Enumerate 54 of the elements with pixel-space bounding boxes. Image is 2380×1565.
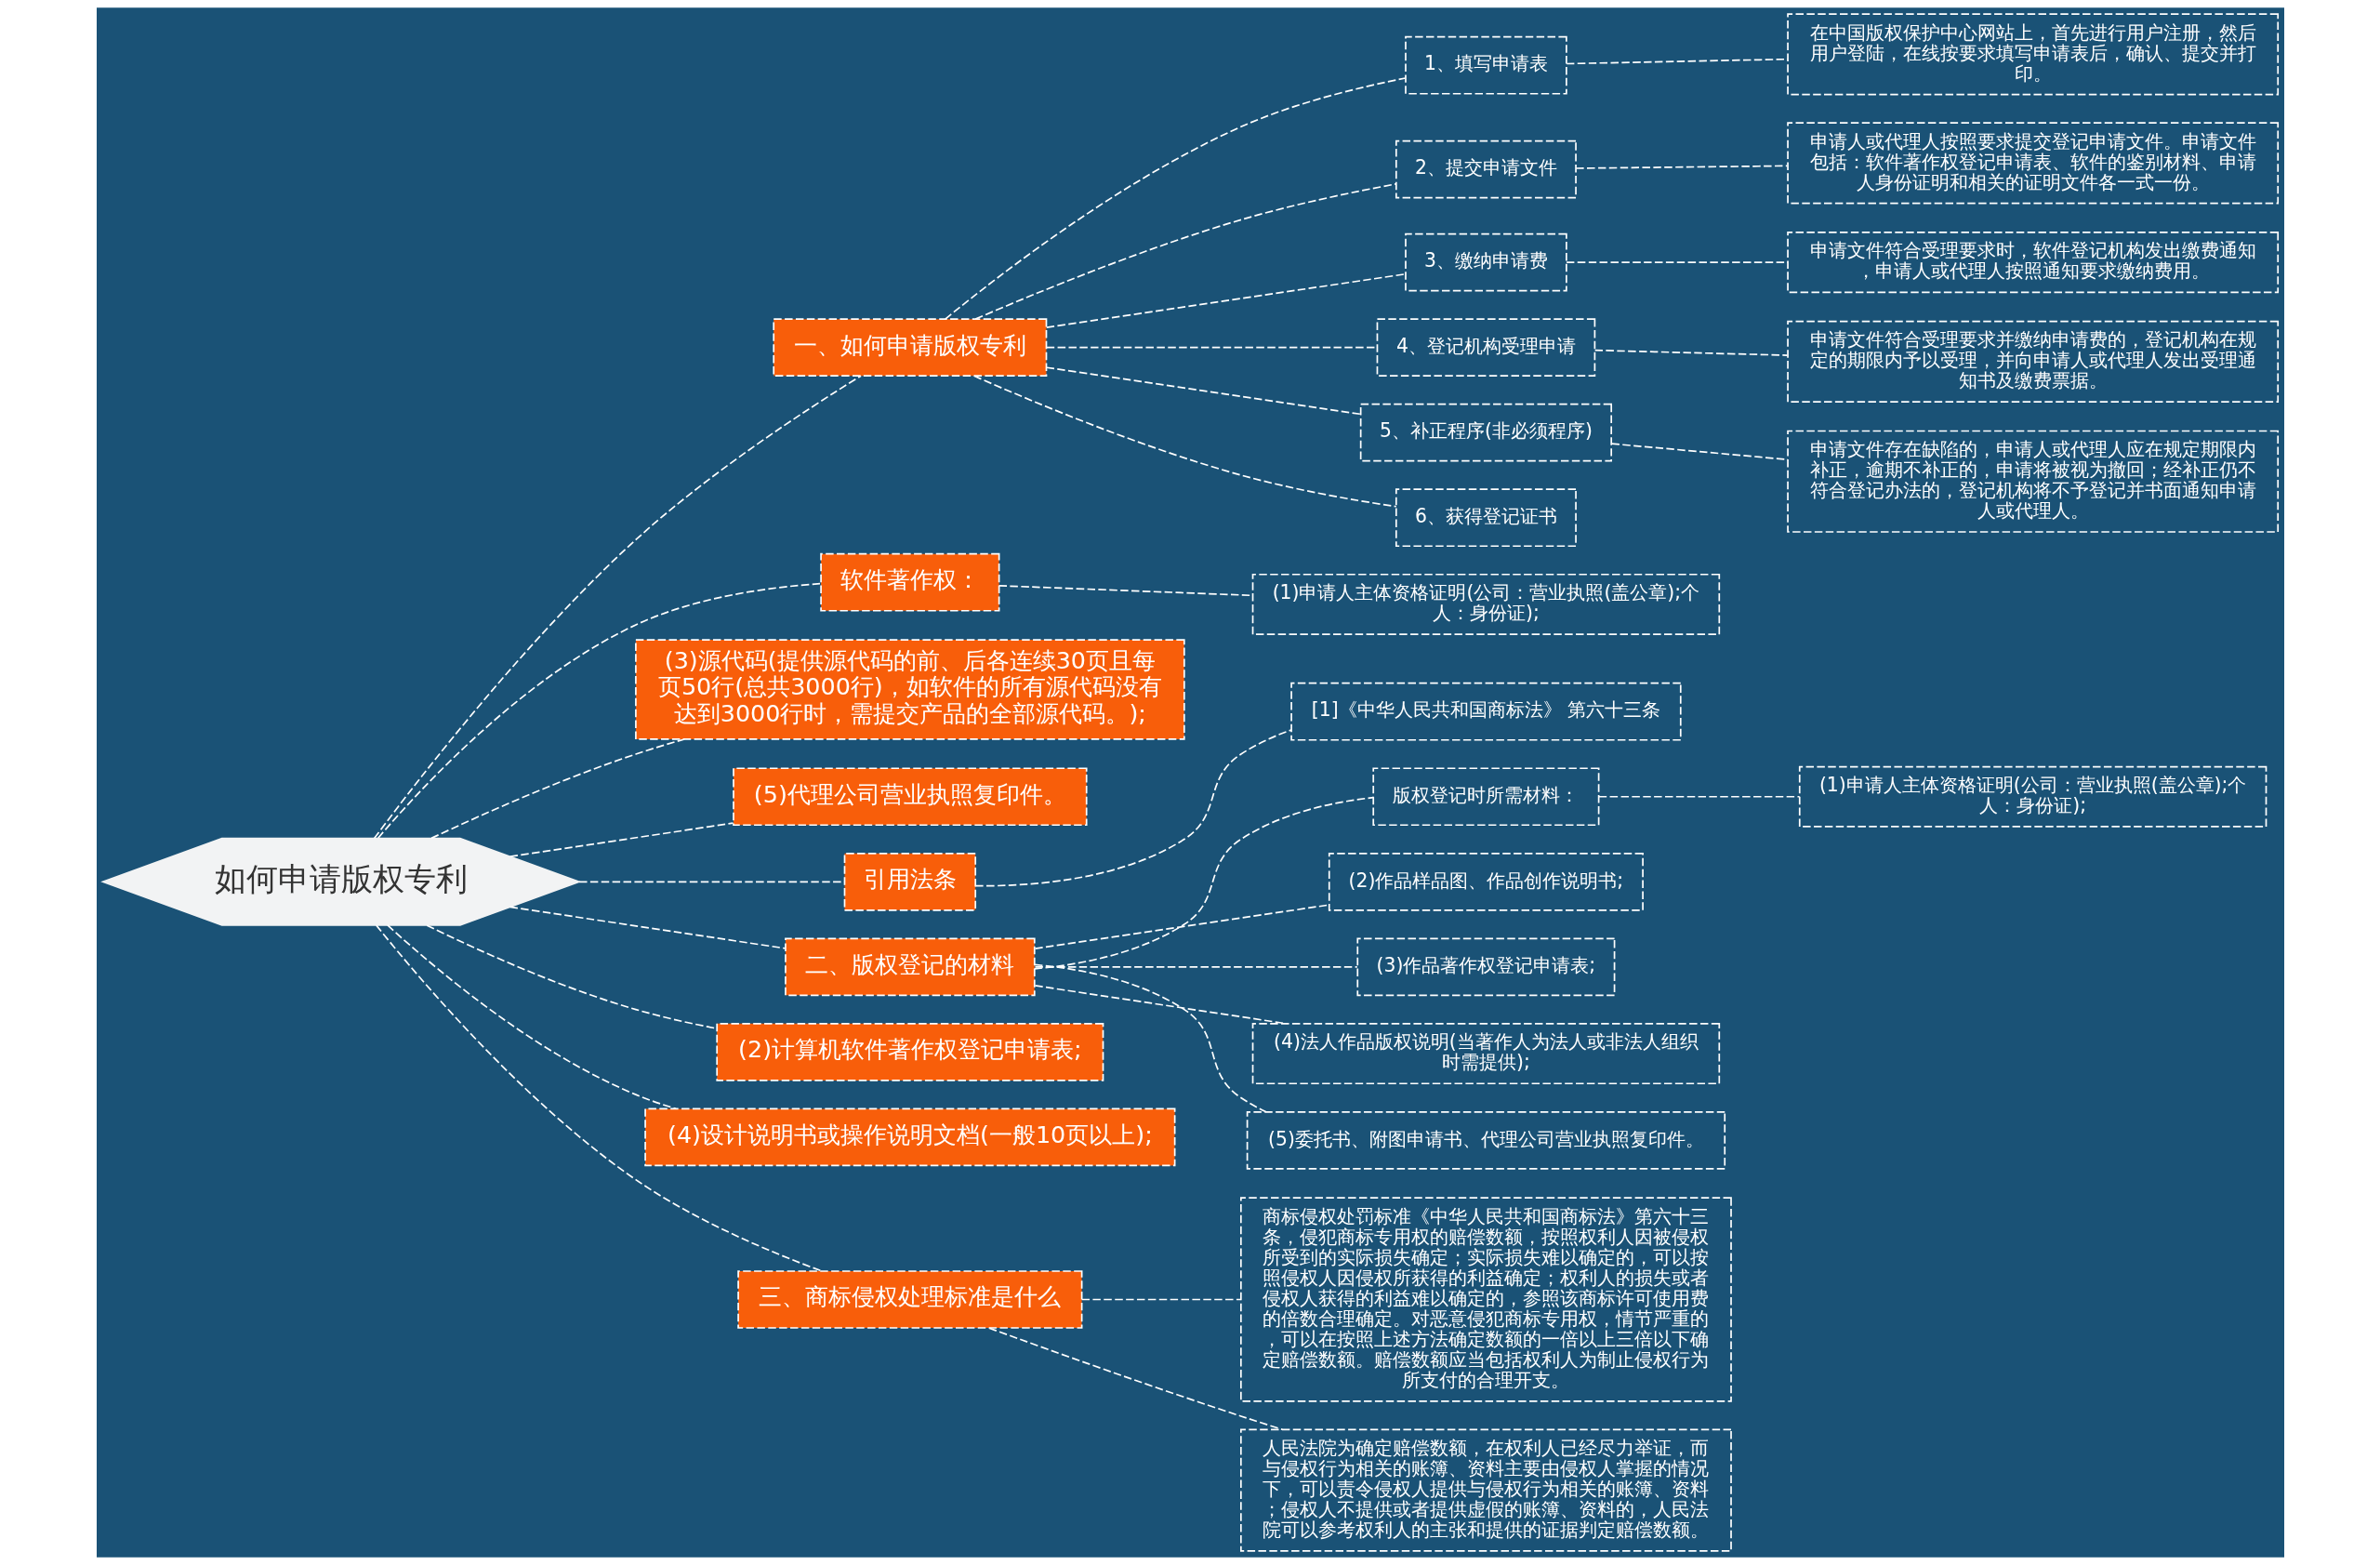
node-box: 1、填写申请表 [1404,35,1567,95]
connector [430,738,685,840]
node-box: 软件著作权： [819,552,999,612]
connector [972,375,1397,508]
node-box: 申请人或代理人按照要求提交登记申请文件。申请文件包括：软件著作权登记申请表、软件的鉴别材料、申请人身份证明和相关的证明文件各一式一份。 [1786,122,2279,205]
node-box: 2、提交申请文件 [1395,139,1577,199]
connector [1045,366,1361,416]
node-box: 申请文件符合受理要求时，软件登记机构发出缴费通知，申请人或代理人按照通知要求缴纳费用。 [1786,232,2279,294]
node-box: (3)源代码(提供源代码的前、后各连续30页且每页50行(总共3000行)，如软件的所有源代码没有达到3000行时，需提交产品的全部源代码。); [634,639,1185,740]
node-box: 二、版权登记的材料 [784,937,1036,997]
node-box: 6、获得登记证书 [1395,488,1577,548]
connector [426,924,717,1029]
node-box: (5)委托书、附图申请书、代理公司营业执照复印件。 [1246,1110,1726,1170]
connector [1565,261,1789,263]
node-box: 三、商标侵权处理标准是什么 [736,1270,1082,1329]
connector [1034,966,1358,968]
node-box: 申请文件符合受理要求并缴纳申请费的，登记机构在规定的期限内予以受理，并向申请人或代理人发出受理通知书及缴费票据。 [1786,320,2279,403]
connector [1045,272,1407,328]
connector [1597,795,1800,798]
node-box: (3)作品著作权登记申请表; [1355,937,1615,997]
node-box: 在中国版权保护中心网站上，首先进行用户注册，然后用户登陆，在线按要求填写申请表后，确认、提交并打印。 [1786,13,2279,96]
connector [1575,165,1788,169]
node-box: (2)作品样品图、作品创作说明书; [1328,852,1644,911]
connector [973,183,1396,320]
node-box: (5)代理公司营业执照复印件。 [732,767,1088,827]
connector [1565,58,1789,65]
node-box: 申请文件存在缺陷的，申请人或代理人应在规定期限内补正，逾期不补正的，申请将被视为撤回；经补正仍不符合登记办法的，登记机构将不予登记并书面通知申请人或代理人。 [1786,430,2279,533]
connector [1080,1298,1241,1301]
node-box: (4)设计说明书或操作说明文档(一般10页以上); [643,1107,1175,1167]
connector [1033,963,1266,1113]
node-box: (4)法人作品版权说明(当著作人为法人或非法人组织时需提供); [1251,1023,1720,1085]
node-box: 版权登记时所需材料： [1371,767,1599,827]
node-box: 3、缴纳申请费 [1404,232,1567,292]
connector [509,822,734,858]
connector [373,375,862,840]
node-box: (1)申请人主体资格证明(公司：营业执照(盖公章);个人：身份证); [1798,765,2267,828]
node-box: 引用法条 [843,852,976,911]
connector [375,924,823,1272]
connector [944,77,1407,320]
connector [1034,904,1329,949]
connector [386,924,677,1110]
node-box: [1]《中华人民共和国商标法》 第六十三条 [1289,682,1682,741]
node-box: 一、如何申请版权专利 [772,318,1047,377]
node-box: 4、登记机构受理申请 [1376,318,1595,377]
node-box: 商标侵权处罚标准《中华人民共和国商标法》第六十三条，侵犯商标专用权的赔偿数额，按照权利人因被侵权所受到的实际损失确定；实际损失难以确定的，可以按照侵权人因侵权所获得的利益确定；权利人的损失或者侵权人获得的利益难以确定的，参照该商标许可使用费的倍数合理确定。对恶意侵犯商标专用权，情节严重的，可以在按照上述方法确定数额的一倍以上三倍以下确定赔偿数额。赔偿数额应当包括权利人为制止侵权行为所支付的合理开支。 [1239,1197,1732,1402]
connector [509,906,787,949]
connector [1033,796,1374,970]
node-box: (2)计算机软件著作权登记申请表; [715,1023,1104,1081]
connector [1593,349,1788,356]
connector [974,729,1292,887]
connector [377,582,822,840]
node-box: 5、补正程序(非必须程序) [1359,403,1612,462]
node-box: 人民法院为确定赔偿数额，在权利人已经尽力举证，而与侵权行为相关的账簿、资料主要由侵权人掌握的情况下，可以责令侵权人提供与侵权行为相关的账簿、资料；侵权人不提供或者提供虚假的账簿、资料的，人民法院可以参考权利人的主张和提供的证据判定赔偿数额。 [1239,1428,1732,1552]
node-box: (1)申请人主体资格证明(公司：营业执照(盖公章);个人：身份证); [1251,573,1720,635]
